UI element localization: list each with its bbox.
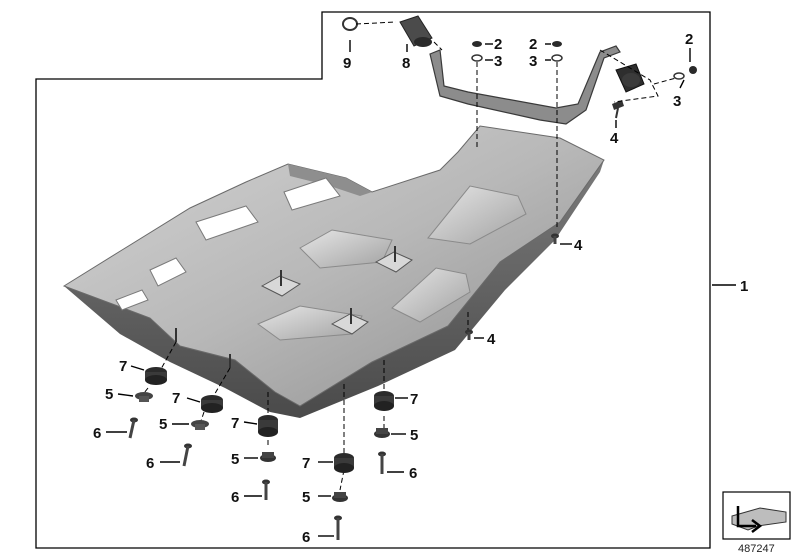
callout-5: 5 bbox=[231, 451, 239, 468]
callout-6: 6 bbox=[93, 425, 101, 442]
diagram-id: 487247 bbox=[738, 543, 775, 555]
plate-screw-upper bbox=[551, 233, 559, 244]
plate-screw-lower bbox=[465, 329, 473, 340]
screw-lower bbox=[334, 515, 342, 540]
rubber-mount bbox=[615, 63, 645, 93]
part-9-clip bbox=[342, 17, 358, 31]
callout-6: 6 bbox=[146, 455, 154, 472]
top-hardware bbox=[471, 41, 697, 119]
spacer-right bbox=[374, 428, 390, 438]
callout-9: 9 bbox=[343, 55, 351, 72]
callout-2: 2 bbox=[494, 36, 502, 53]
callout-5: 5 bbox=[105, 386, 113, 403]
callout-7: 7 bbox=[410, 391, 418, 408]
spacer-lower bbox=[332, 492, 348, 502]
rubber-buffer-center bbox=[258, 415, 278, 437]
callout-2: 2 bbox=[529, 36, 537, 53]
callout-7: 7 bbox=[119, 358, 127, 375]
callout-7: 7 bbox=[302, 455, 310, 472]
screw-left bbox=[128, 417, 138, 439]
callout-7: 7 bbox=[172, 390, 180, 407]
explosion-lines bbox=[139, 21, 677, 491]
callout-7: 7 bbox=[231, 415, 239, 432]
spacer-center bbox=[260, 452, 276, 462]
group-frame bbox=[35, 11, 711, 549]
callout-3: 3 bbox=[673, 93, 681, 110]
callout-6: 6 bbox=[409, 465, 417, 482]
callout-3: 3 bbox=[494, 53, 502, 70]
part-8-sleeve bbox=[399, 15, 433, 47]
callout-4: 4 bbox=[487, 331, 496, 348]
screw-mid bbox=[182, 443, 192, 467]
rubber-buffer-mid bbox=[201, 395, 223, 413]
callout-6: 6 bbox=[231, 489, 239, 506]
callout-8: 8 bbox=[402, 55, 410, 72]
spacer-mid bbox=[191, 420, 209, 430]
callouts: 1 2 3 2 3 2 3 4 9 8 4 4 7 7 7 7 7 5 5 5 … bbox=[93, 31, 748, 546]
screw-right bbox=[378, 451, 386, 474]
callout-1: 1 bbox=[740, 278, 748, 295]
callout-4: 4 bbox=[574, 237, 583, 254]
skid-plate bbox=[62, 125, 605, 418]
callout-5: 5 bbox=[410, 427, 418, 444]
rubber-buffer-lower bbox=[334, 453, 354, 473]
mounting-bracket bbox=[429, 45, 621, 125]
rubber-buffer-right bbox=[374, 391, 394, 411]
callout-4: 4 bbox=[610, 130, 619, 147]
direction-arrow-icon bbox=[722, 491, 791, 540]
callout-6: 6 bbox=[302, 529, 310, 546]
callout-3: 3 bbox=[529, 53, 537, 70]
rubber-buffer-left bbox=[145, 367, 167, 385]
callout-2: 2 bbox=[685, 31, 693, 48]
leader-lines bbox=[106, 40, 736, 537]
screw-center bbox=[262, 479, 270, 500]
callout-5: 5 bbox=[159, 416, 167, 433]
callout-5: 5 bbox=[302, 489, 310, 506]
spacer-left bbox=[135, 392, 153, 402]
